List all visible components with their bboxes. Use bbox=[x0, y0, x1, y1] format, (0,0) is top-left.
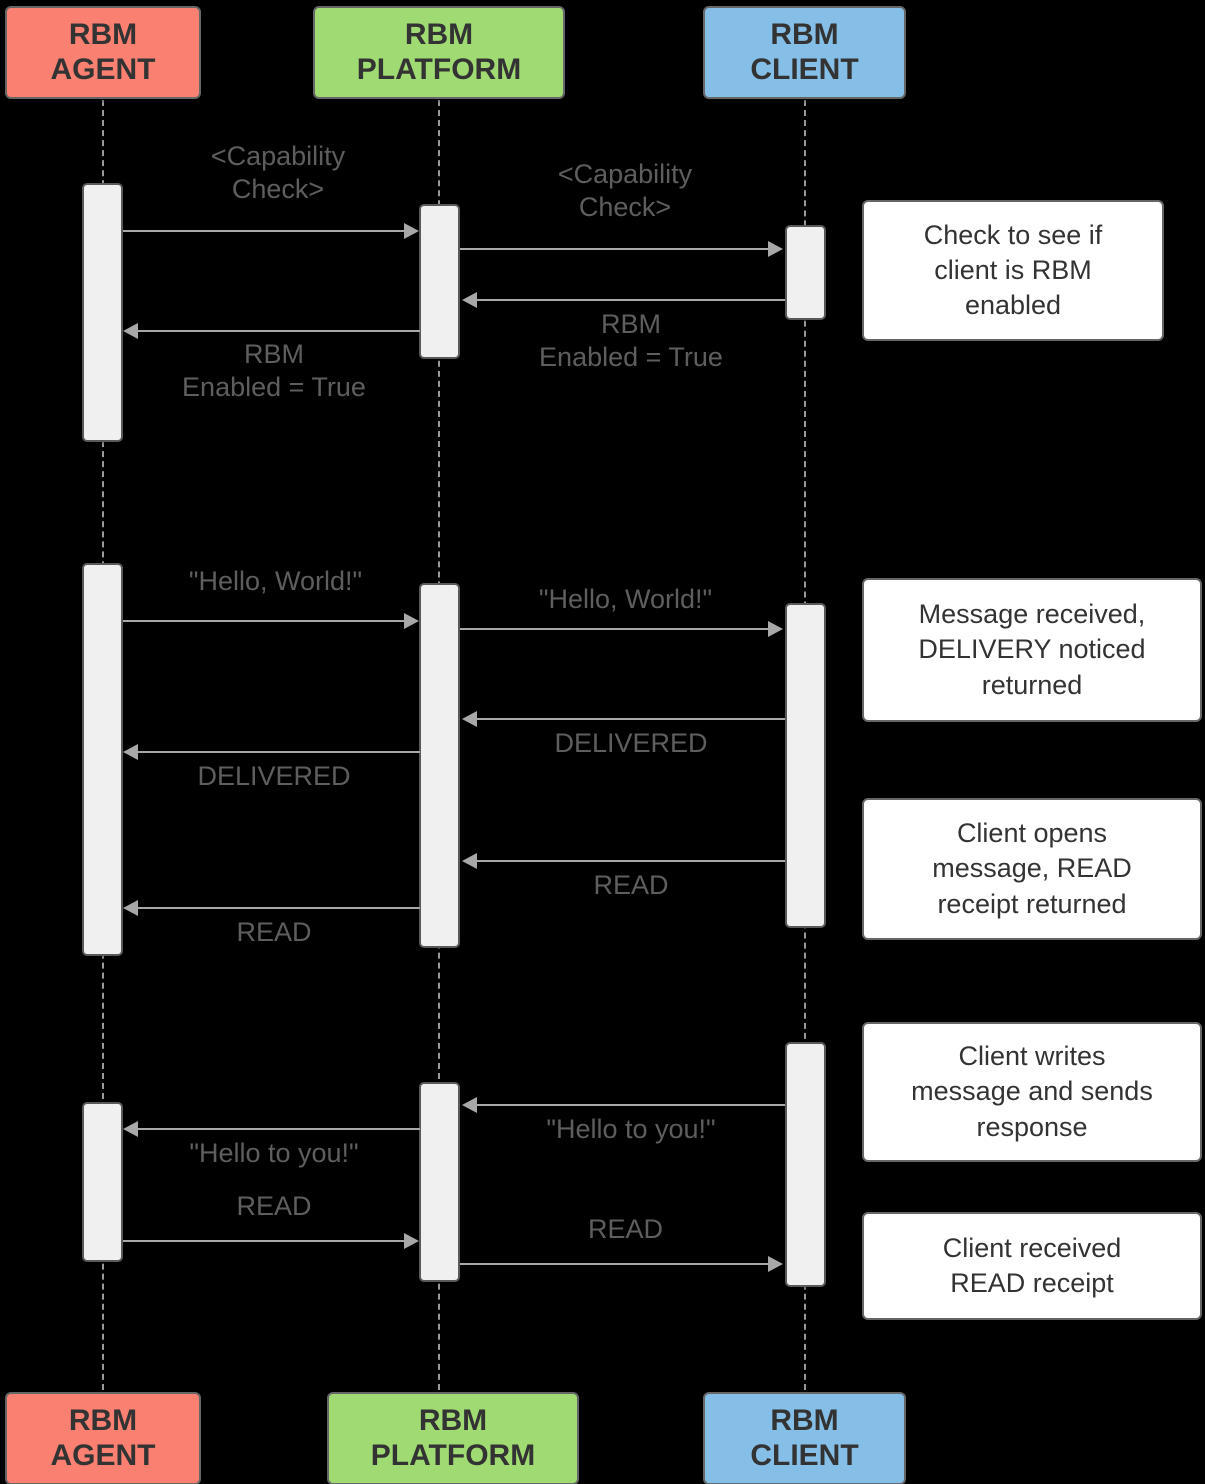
participant-footer-client[interactable]: RBM CLIENT bbox=[703, 1392, 906, 1484]
message-label-hello-to-you-1: "Hello to you!" bbox=[546, 1114, 716, 1144]
note-client-received-read-receipt: Client received READ receipt bbox=[862, 1212, 1202, 1320]
activation-agent-3 bbox=[82, 1102, 123, 1262]
message-line-capability-check-2 bbox=[460, 248, 770, 250]
message-arrowhead-hello-to-you-1 bbox=[462, 1097, 477, 1113]
activation-client-2 bbox=[785, 603, 826, 928]
participant-footer-platform[interactable]: RBM PLATFORM bbox=[327, 1392, 579, 1484]
activation-agent-2 bbox=[82, 563, 123, 956]
message-line-hello-to-you-1 bbox=[477, 1104, 785, 1106]
activation-agent-1 bbox=[82, 183, 123, 442]
participant-agent-footer-line1: RBM bbox=[68, 1404, 138, 1437]
participant-client-footer-line2: CLIENT bbox=[750, 1438, 859, 1472]
activation-client-3 bbox=[785, 1042, 826, 1287]
message-line-hello-world-1 bbox=[123, 620, 406, 622]
message-label-hello-world-1: "Hello, World!" bbox=[188, 566, 363, 596]
activation-platform-1 bbox=[419, 204, 460, 359]
participant-client-name-line2: CLIENT bbox=[750, 52, 859, 86]
message-label-delivered-2: DELIVERED bbox=[197, 761, 351, 791]
activation-client-1 bbox=[785, 225, 826, 320]
participant-agent-name-line1: RBM bbox=[68, 18, 138, 51]
participant-header-agent[interactable]: RBM AGENT bbox=[5, 6, 201, 99]
message-label-read-3: READ bbox=[236, 1191, 312, 1221]
message-line-rbm-enabled-1 bbox=[477, 299, 785, 301]
message-label-rbm-enabled-1: RBM Enabled = True bbox=[539, 309, 723, 372]
message-label-hello-world-2: "Hello, World!" bbox=[538, 584, 713, 614]
participant-platform-name-line2: PLATFORM bbox=[356, 52, 522, 86]
participant-platform-footer-line2: PLATFORM bbox=[370, 1438, 536, 1472]
participant-header-platform[interactable]: RBM PLATFORM bbox=[313, 6, 565, 99]
message-label-read-4: READ bbox=[587, 1214, 663, 1244]
message-label-rbm-enabled-2: RBM Enabled = True bbox=[182, 339, 366, 402]
participant-platform-footer-line1: RBM bbox=[418, 1404, 488, 1437]
message-arrowhead-delivered-2 bbox=[123, 744, 138, 760]
message-label-read-2: READ bbox=[236, 917, 312, 947]
message-label-hello-to-you-2: "Hello to you!" bbox=[189, 1138, 359, 1168]
message-arrowhead-delivered-1 bbox=[462, 711, 477, 727]
message-label-capability-check-2: <Capability Check> bbox=[557, 159, 693, 222]
message-arrowhead-read-4 bbox=[768, 1256, 783, 1272]
participant-footer-agent[interactable]: RBM AGENT bbox=[5, 1392, 201, 1484]
participant-client-footer-line1: RBM bbox=[770, 1404, 839, 1437]
participant-agent-footer-line2: AGENT bbox=[50, 1438, 156, 1472]
message-line-read-3 bbox=[123, 1240, 406, 1242]
participant-client-name-line1: RBM bbox=[770, 18, 839, 51]
message-arrowhead-capability-check-2 bbox=[768, 241, 783, 257]
message-line-delivered-2 bbox=[138, 751, 420, 753]
participant-platform-name-line1: RBM bbox=[404, 18, 474, 51]
participant-agent-name-line2: AGENT bbox=[50, 52, 156, 86]
note-check-rbm-enabled: Check to see if client is RBM enabled bbox=[862, 200, 1164, 341]
message-arrowhead-read-1 bbox=[462, 853, 477, 869]
message-line-delivered-1 bbox=[477, 718, 785, 720]
message-arrowhead-hello-world-2 bbox=[768, 621, 783, 637]
message-arrowhead-read-3 bbox=[404, 1233, 419, 1249]
message-label-capability-check-1: <Capability Check> bbox=[210, 141, 346, 204]
message-arrowhead-rbm-enabled-1 bbox=[462, 292, 477, 308]
message-line-read-1 bbox=[477, 860, 785, 862]
participant-header-client[interactable]: RBM CLIENT bbox=[703, 6, 906, 99]
message-line-rbm-enabled-2 bbox=[138, 330, 420, 332]
message-line-capability-check-1 bbox=[123, 230, 406, 232]
message-arrowhead-read-2 bbox=[123, 900, 138, 916]
message-arrowhead-hello-world-1 bbox=[404, 613, 419, 629]
activation-platform-3 bbox=[419, 1082, 460, 1282]
note-client-opens-message-read: Client opens message, READ receipt retur… bbox=[862, 798, 1202, 940]
message-label-read-1: READ bbox=[593, 870, 669, 900]
message-line-read-4 bbox=[460, 1263, 770, 1265]
note-message-received-delivery: Message received, DELIVERY noticed retur… bbox=[862, 578, 1202, 722]
message-line-hello-world-2 bbox=[460, 628, 770, 630]
note-client-writes-message: Client writes message and sends response bbox=[862, 1022, 1202, 1162]
message-arrowhead-hello-to-you-2 bbox=[123, 1121, 138, 1137]
activation-platform-2 bbox=[419, 583, 460, 948]
message-line-hello-to-you-2 bbox=[138, 1128, 420, 1130]
message-arrowhead-capability-check-1 bbox=[404, 223, 419, 239]
message-arrowhead-rbm-enabled-2 bbox=[123, 323, 138, 339]
message-line-read-2 bbox=[138, 907, 420, 909]
message-label-delivered-1: DELIVERED bbox=[554, 728, 708, 758]
